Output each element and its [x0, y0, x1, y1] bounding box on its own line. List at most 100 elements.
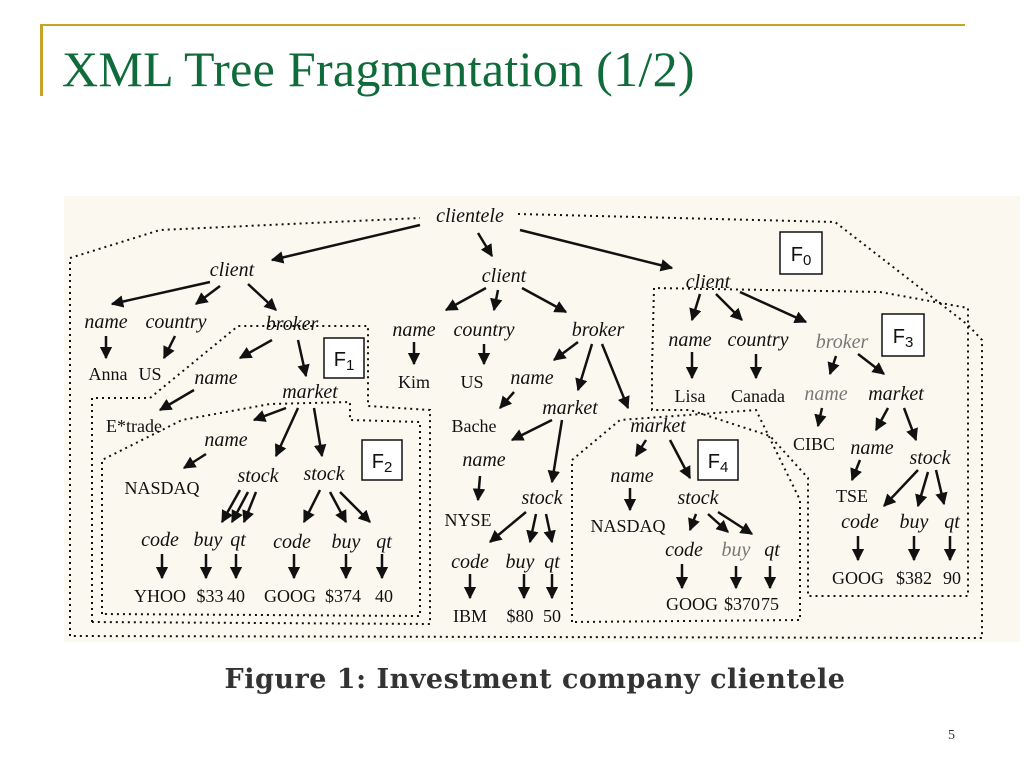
qt-node: qt	[544, 551, 560, 573]
fragment-label-f4: F4	[697, 439, 739, 481]
qt-node: qt	[230, 529, 246, 551]
buy-node: buy	[722, 539, 751, 561]
country-value: Canada	[731, 386, 785, 406]
client-node: client	[210, 259, 255, 281]
fragment-label-f1: F1	[323, 337, 365, 379]
buy-node: buy	[506, 551, 535, 573]
country-node: country	[727, 329, 788, 351]
country-value: US	[138, 364, 161, 384]
qt-value: 50	[543, 606, 561, 626]
buy-node: buy	[194, 529, 223, 551]
buy-value: $33	[197, 586, 224, 606]
edge	[274, 407, 300, 458]
buy-node: buy	[900, 511, 929, 533]
fragment-label-text: F0	[791, 244, 812, 269]
stock-node: stock	[303, 463, 345, 485]
edge	[510, 418, 553, 442]
edge	[857, 353, 885, 375]
edge	[874, 407, 890, 432]
edge	[476, 232, 494, 258]
qt-value: 75	[761, 594, 779, 614]
market-name-value: NASDAQ	[590, 516, 665, 536]
edge	[915, 471, 930, 508]
broker-node: broker	[816, 331, 869, 353]
figure-panel	[64, 196, 1020, 642]
edge	[472, 475, 486, 502]
broker-name-node: name	[804, 383, 847, 405]
name-value: Anna	[89, 364, 128, 384]
market-name-node: name	[610, 465, 653, 487]
qt-node: qt	[376, 531, 392, 553]
client-node: client	[686, 271, 731, 293]
edge	[575, 343, 594, 392]
edge	[444, 286, 487, 312]
market-node: market	[282, 381, 338, 403]
edge	[490, 289, 503, 312]
qt-value: 40	[375, 586, 393, 606]
code-node: code	[273, 531, 311, 553]
edge	[668, 439, 692, 480]
market-name-value: NYSE	[444, 510, 491, 530]
edge	[162, 335, 177, 360]
code-node: code	[841, 511, 879, 533]
broker-node: broker	[572, 319, 625, 341]
fragment-boundary-f2	[101, 400, 421, 618]
code-value: GOOG	[666, 594, 718, 614]
market-name-node: name	[850, 437, 893, 459]
edge	[339, 491, 371, 523]
edge	[182, 452, 207, 470]
edge	[499, 391, 515, 409]
edge	[547, 419, 564, 484]
edge	[238, 338, 273, 360]
name-node: name	[668, 329, 711, 351]
broker-name-value: E*trade	[106, 416, 162, 436]
qt-value: 40	[227, 586, 245, 606]
edge	[302, 489, 322, 524]
edge	[526, 513, 539, 544]
code-value: YHOO	[134, 586, 186, 606]
client-subtree-2: client name country broker Kim US name m…	[392, 265, 780, 626]
client-subtree-3: client name country broker Lisa Canada n…	[668, 271, 961, 588]
fragment-boundary-f1	[91, 325, 431, 626]
edge	[195, 285, 221, 305]
code-node: code	[451, 551, 489, 573]
fragment-boundary-f4	[571, 408, 801, 623]
broker-name-node: name	[510, 367, 553, 389]
fragment-label-text: F3	[893, 326, 914, 351]
buy-value: $374	[325, 586, 361, 606]
buy-value: $382	[896, 568, 932, 588]
qt-node: qt	[944, 511, 960, 533]
country-node: country	[145, 311, 206, 333]
edge	[270, 223, 421, 264]
edge	[543, 513, 556, 544]
stock-node: stock	[521, 487, 563, 509]
fragment-label-f3: F3	[881, 313, 925, 357]
code-value: GOOG	[832, 568, 884, 588]
edge	[827, 355, 840, 376]
edge	[230, 491, 250, 524]
country-node: country	[453, 319, 514, 341]
broker-name-node: name	[194, 367, 237, 389]
edge	[689, 293, 702, 322]
edge	[902, 407, 918, 442]
edge	[715, 293, 743, 321]
buy-value: $370	[724, 594, 760, 614]
edge	[220, 489, 242, 524]
edge	[634, 439, 648, 458]
broker-name-value: CIBC	[793, 434, 835, 454]
edge	[252, 406, 287, 422]
stock-node: stock	[909, 447, 951, 469]
broker-node: broker	[266, 313, 319, 335]
broker-name-value: Bache	[452, 416, 497, 436]
edge	[519, 228, 674, 272]
page-number: 5	[948, 728, 955, 743]
edge	[489, 511, 527, 543]
name-value: Kim	[398, 372, 430, 392]
fragment-label-text: F2	[372, 451, 393, 476]
title-accent-vertical	[40, 24, 43, 96]
edge	[707, 513, 729, 533]
fragment-label-f2: F2	[361, 439, 403, 481]
fragment-label-f0: F0	[779, 231, 823, 275]
edge	[814, 407, 827, 428]
edge	[521, 286, 568, 314]
